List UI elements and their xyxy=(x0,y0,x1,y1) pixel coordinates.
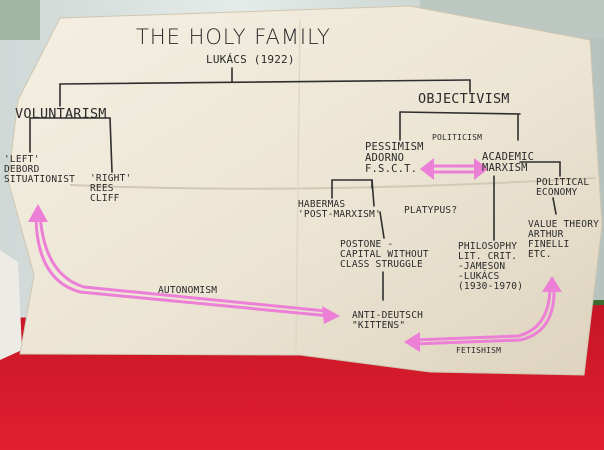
label-political-economy: POLITICAL ECONOMY xyxy=(536,177,590,198)
paper-fold xyxy=(69,177,597,190)
label-value-theory: VALUE THEORY ARTHUR FINELLI ETC. xyxy=(528,219,600,260)
label-politicism: POLITICISM xyxy=(432,133,483,142)
pink-arrowheads xyxy=(28,158,562,352)
background-booth xyxy=(0,0,40,40)
label-left-debord: 'LEFT' DEBORD SITUATIONIST xyxy=(4,154,76,185)
label-pessimism-adorno: PESSIMISM ADORNO F.S.C.T. xyxy=(365,141,424,176)
diagram-lines xyxy=(29,67,561,301)
label-fetishism: FETISHISM xyxy=(456,346,502,355)
label-objectivism: OBJECTIVISM xyxy=(418,91,510,107)
label-right-rees-cliff: 'RIGHT' REES CLIFF xyxy=(90,173,132,204)
label-philosophy-lit-crit: PHILOSOPHY LIT. CRIT. -JAMESON -LUKÁCS (… xyxy=(458,241,524,292)
arrow-fetishism xyxy=(412,284,556,346)
label-academic-marxism: ACADEMIC MARXISM xyxy=(482,151,535,175)
label-platypus: PLATYPUS? xyxy=(404,205,458,216)
label-postone: POSTONE - CAPITAL WITHOUT CLASS STRUGGLE xyxy=(340,239,429,270)
label-habermas: HABERMAS 'POST-MARXISM' xyxy=(298,199,381,220)
paper-sheet xyxy=(7,5,603,376)
label-anti-deutsch: ANTI-DEUTSCH "KITTENS" xyxy=(352,310,424,331)
poster-title: THE HOLY FAMILY xyxy=(136,25,331,49)
label-autonomism: AUTONOMISM xyxy=(158,285,218,296)
paper-crease xyxy=(295,19,301,351)
label-voluntarism: VOLUNTARISM xyxy=(15,106,107,122)
arrow-debord-anti-deutsch xyxy=(34,212,332,318)
leaflet-stack xyxy=(0,250,22,360)
pink-arrows xyxy=(34,164,556,346)
poster-subtitle: LUKÁCS (1922) xyxy=(206,53,295,66)
